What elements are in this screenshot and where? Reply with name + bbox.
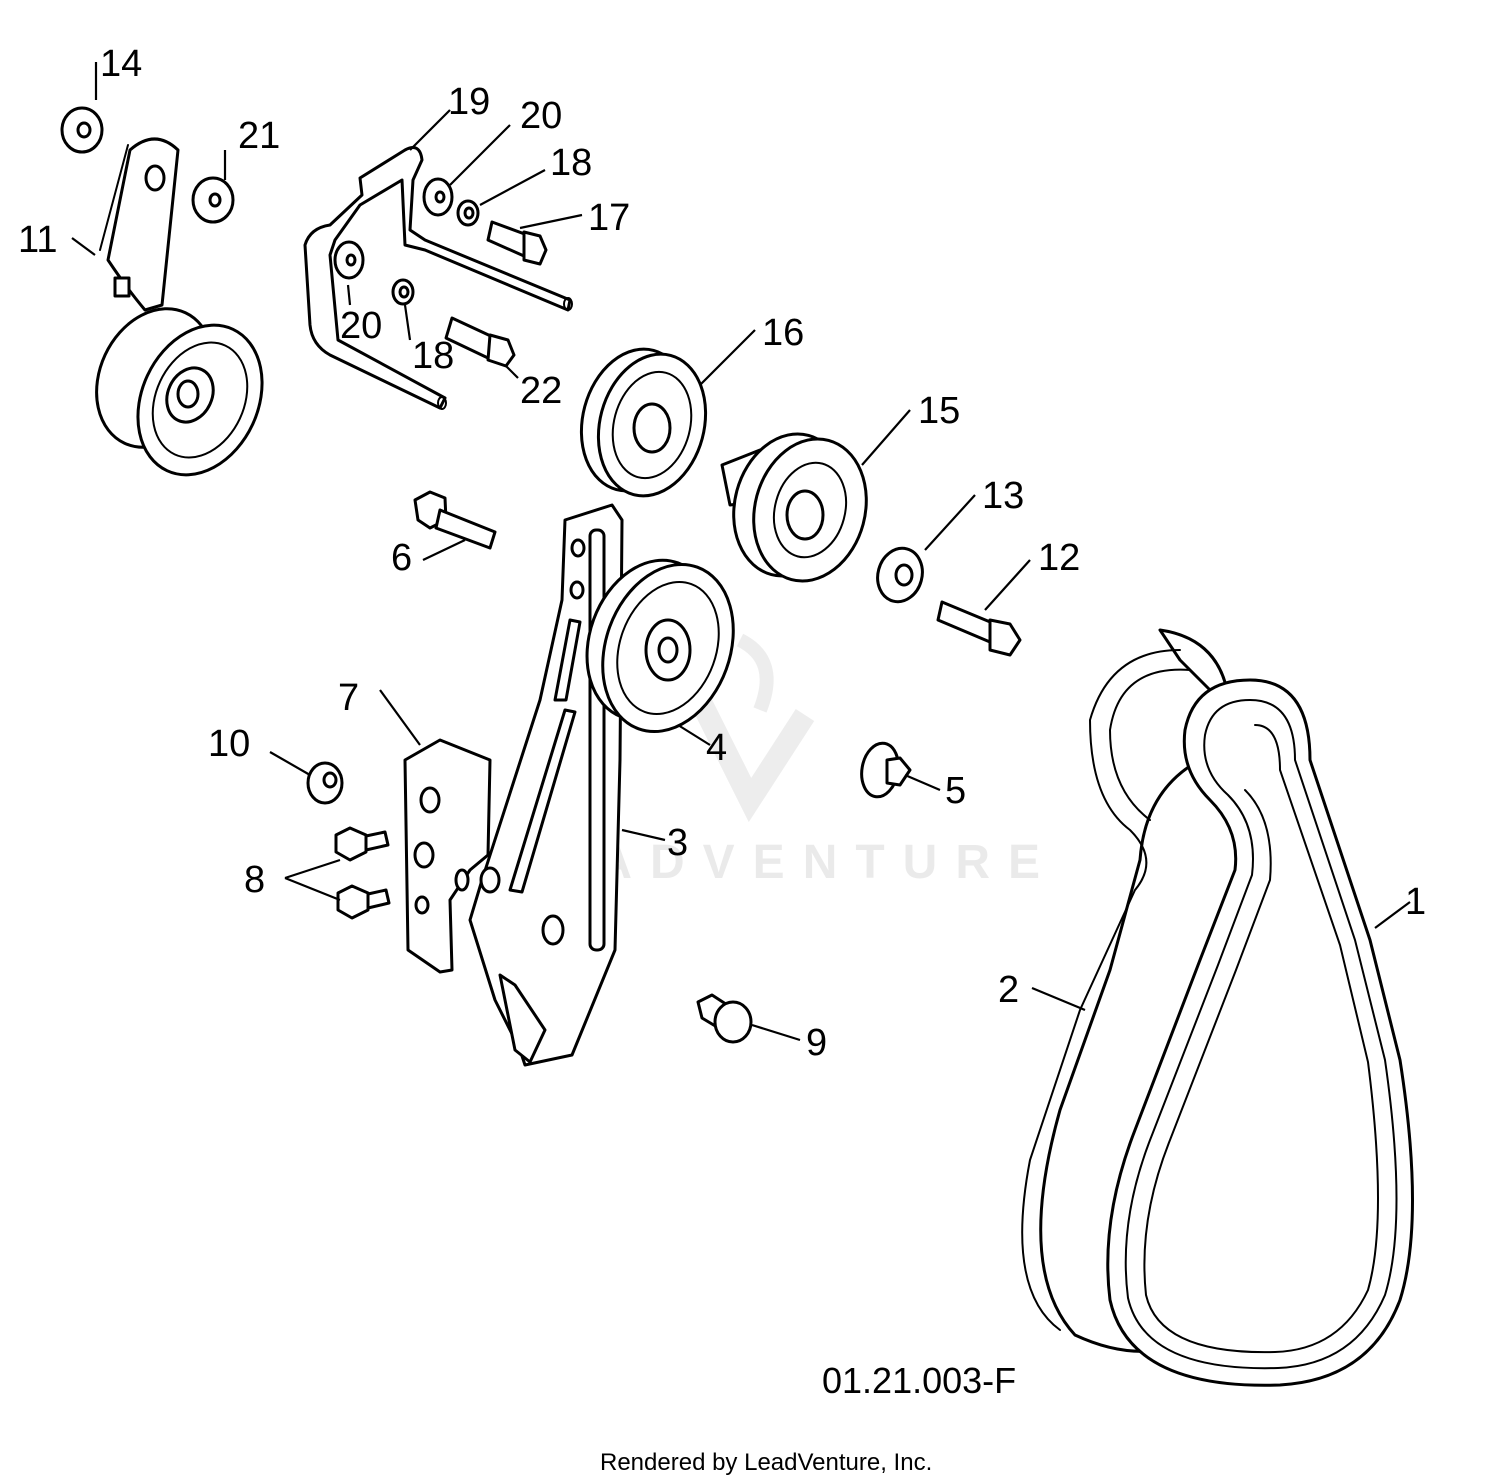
callout-20-lower: 20 bbox=[340, 305, 382, 347]
callout-15: 15 bbox=[918, 390, 960, 432]
callout-8: 8 bbox=[244, 859, 265, 901]
callout-6: 6 bbox=[391, 537, 412, 579]
part-4-pulley bbox=[585, 558, 735, 734]
part-16-pulley bbox=[579, 347, 708, 498]
callout-12: 12 bbox=[1038, 537, 1080, 579]
callout-18-lower: 18 bbox=[412, 335, 454, 377]
callout-9: 9 bbox=[806, 1022, 827, 1064]
part-12-bolt bbox=[936, 600, 1022, 657]
callout-2: 2 bbox=[998, 969, 1019, 1011]
part-3-bracket bbox=[468, 503, 624, 1067]
callout-19: 19 bbox=[448, 81, 490, 123]
part-14-washer bbox=[60, 106, 104, 154]
callout-22: 22 bbox=[520, 370, 562, 412]
callout-20-upper: 20 bbox=[520, 95, 562, 137]
callout-5: 5 bbox=[945, 770, 966, 812]
part-17-bolt bbox=[486, 220, 548, 266]
part-11-idler-arm bbox=[99, 137, 180, 312]
render-credit: Rendered by LeadVenture, Inc. bbox=[600, 1449, 932, 1476]
callout-17: 17 bbox=[588, 197, 630, 239]
callout-13: 13 bbox=[982, 475, 1024, 517]
callout-7: 7 bbox=[338, 677, 359, 719]
callout-labels: 1 2 3 4 5 6 7 8 9 10 11 12 13 14 15 16 1… bbox=[18, 43, 1426, 1064]
part-5-flange-nut bbox=[860, 741, 912, 799]
part-9-shoulder-bolt bbox=[696, 993, 753, 1044]
part-13-spacer bbox=[876, 546, 924, 604]
callout-3: 3 bbox=[667, 822, 688, 864]
leader-lines bbox=[71, 62, 1411, 1042]
part-21-washer bbox=[191, 176, 235, 224]
part-10-nut bbox=[306, 761, 344, 805]
callout-11: 11 bbox=[18, 219, 57, 261]
part-15-pulley bbox=[720, 432, 868, 583]
part-7-plate bbox=[403, 738, 492, 974]
part-8-screw-b bbox=[336, 884, 391, 920]
part-20-washer-b bbox=[333, 240, 365, 280]
callout-18-upper: 18 bbox=[550, 142, 592, 184]
callout-4: 4 bbox=[706, 727, 727, 769]
callout-21: 21 bbox=[238, 115, 280, 157]
part-6-bolt bbox=[413, 490, 497, 550]
callout-1: 1 bbox=[1405, 881, 1426, 923]
callout-16: 16 bbox=[762, 312, 804, 354]
part-11-idler-pulley bbox=[95, 307, 264, 477]
callout-14: 14 bbox=[100, 43, 142, 85]
part-1-belt bbox=[1106, 678, 1414, 1387]
part-22-bolt bbox=[444, 316, 516, 368]
part-19-rod bbox=[303, 146, 573, 410]
drawing-code: 01.21.003-F bbox=[822, 1360, 1016, 1401]
part-18-nut-a bbox=[456, 199, 480, 227]
callout-10: 10 bbox=[208, 723, 250, 765]
part-18-nut-b bbox=[391, 278, 415, 306]
part-8-screw-a bbox=[334, 826, 390, 862]
part-20-washer-a bbox=[422, 177, 454, 217]
